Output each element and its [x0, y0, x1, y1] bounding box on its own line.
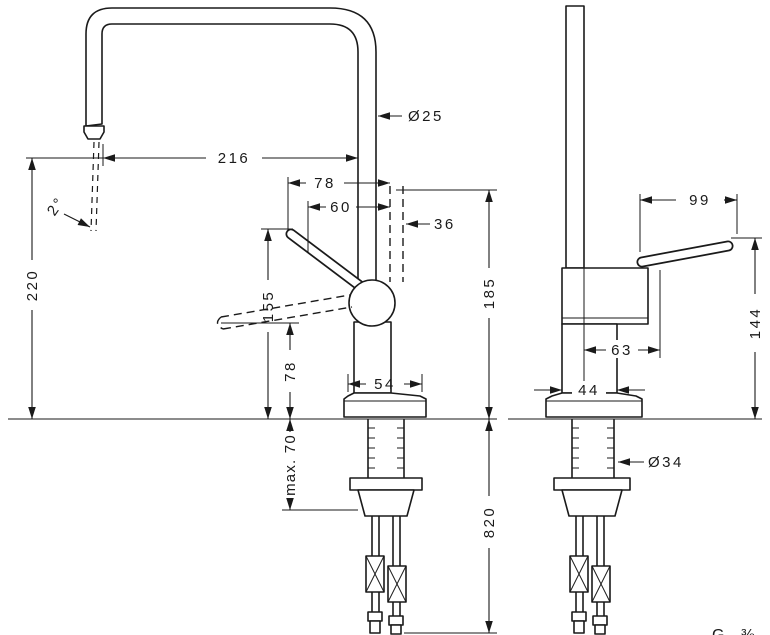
mounting-nut [357, 489, 415, 517]
dim-spout-height-185: 185 [396, 189, 498, 419]
dim-label-handle-height: 144 [747, 307, 764, 340]
spout-pipe [85, 7, 377, 285]
riser-pipe-side [565, 5, 585, 269]
dimensions-front: Ø25 216 78 60 36 [24, 108, 498, 634]
dim-label-lever-78: 78 [282, 360, 299, 382]
partial-thread-label: G ⅜ [712, 627, 760, 635]
dim-label-height-220: 220 [24, 269, 41, 302]
dim-label-angle: 2° [44, 193, 69, 219]
cartridge-housing [561, 267, 649, 325]
lever-handle [285, 228, 370, 295]
mounting-hardware-front [349, 419, 423, 517]
washer-side [553, 477, 631, 491]
dim-label-base-44: 44 [578, 382, 600, 399]
lever-handle-side [636, 240, 734, 268]
dim-label-max-70: max. 70 [282, 434, 299, 496]
side-view [508, 5, 762, 635]
dim-label-spout-height: 185 [481, 277, 498, 310]
dim-label-base-54: 54 [374, 376, 396, 393]
dim-base-54: 54 [347, 374, 423, 393]
dim-offset-78: 78 [287, 175, 390, 230]
dim-lever-155: 155 [260, 228, 293, 419]
dim-label-offset-78: 78 [314, 175, 336, 192]
dim-height-220: 220 [24, 158, 41, 419]
dim-angle-2deg: 2° [44, 193, 91, 228]
base-flange-side [545, 392, 643, 418]
dim-label-shank-diameter: Ø34 [648, 454, 684, 471]
supply-hoses-front [365, 516, 407, 635]
dim-offset-36: 36 [406, 216, 456, 233]
lever-handle-alt-position [216, 294, 353, 330]
dim-label-spout-diameter: Ø25 [408, 108, 444, 125]
washer [349, 477, 423, 491]
dim-offset-60: 60 [307, 199, 390, 252]
dim-reach-216: 216 [26, 144, 358, 167]
dim-label-hose-820: 820 [481, 506, 498, 539]
dim-spout-diameter: Ø25 [378, 108, 444, 125]
dim-hose-820: 820 [404, 419, 498, 634]
dim-label-offset-60: 60 [330, 199, 352, 216]
body-column [353, 321, 392, 394]
dim-handle-99: 99 [639, 192, 738, 252]
dim-label-lever-155: 155 [260, 290, 277, 323]
dim-label-depth-63: 63 [611, 342, 633, 359]
dim-shank-diameter: Ø34 [618, 454, 684, 471]
mounting-nut-side [561, 489, 623, 517]
dim-label-handle-99: 99 [689, 192, 711, 209]
dimensions-side: 99 144 63 44 Ø34 [534, 192, 764, 471]
base-flange [343, 392, 427, 418]
ball-joint [348, 279, 396, 327]
supply-hoses-side [569, 516, 611, 635]
dim-lever-78: 78 [221, 322, 299, 419]
dim-counter-max-70: max. 70 [282, 419, 358, 511]
water-stream [90, 141, 100, 232]
dim-base-44: 44 [534, 381, 645, 399]
front-view [8, 7, 497, 635]
hidden-pivot-dashed [389, 186, 404, 282]
dim-handle-height-144: 144 [731, 237, 764, 419]
dim-depth-63: 63 [584, 270, 661, 359]
spout-aerator [83, 125, 105, 140]
dim-label-reach: 216 [218, 150, 251, 167]
dim-label-offset-36: 36 [434, 216, 456, 233]
mounting-hardware-side [553, 419, 631, 517]
